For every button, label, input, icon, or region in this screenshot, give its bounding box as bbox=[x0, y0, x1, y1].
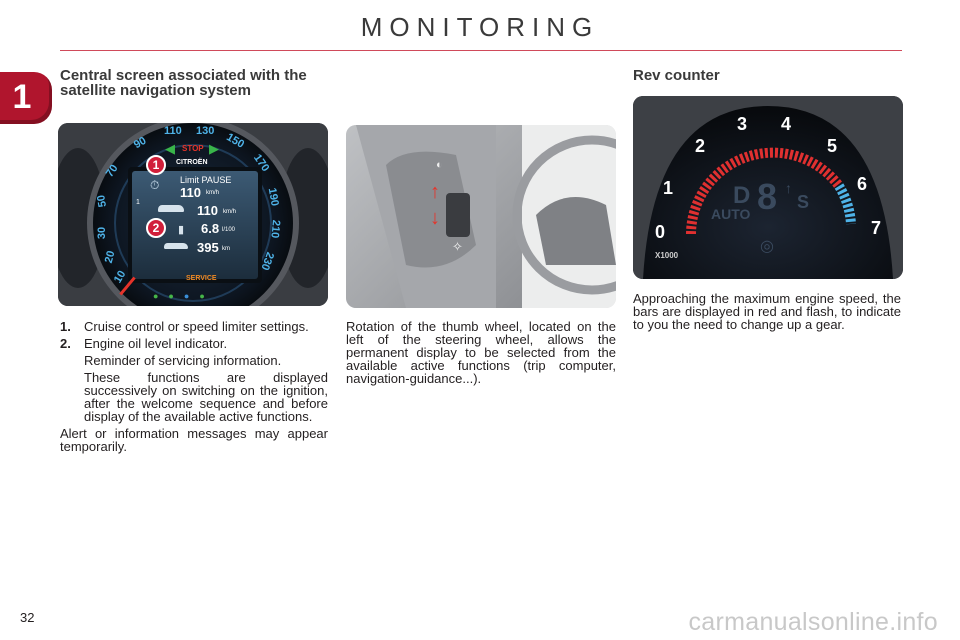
down-arrow-icon: ↓ bbox=[430, 207, 440, 229]
watermark: carmanualsonline.info bbox=[688, 608, 938, 636]
rev-counter-description: Approaching the maximum engine speed, th… bbox=[633, 291, 901, 332]
rev-label: 3 bbox=[737, 114, 748, 134]
chapter-number: 1 bbox=[12, 78, 32, 116]
steering-wheel-illustration bbox=[346, 125, 616, 308]
gear-digit-display: 8 bbox=[757, 176, 778, 217]
chapter-tab: 1 bbox=[0, 72, 52, 124]
callout-2-badge: 2 bbox=[146, 218, 166, 238]
section-heading-rev-counter: Rev counter bbox=[633, 67, 720, 84]
rev-counter-illustration bbox=[633, 96, 903, 279]
limit-label: Limit PAUSE bbox=[180, 175, 232, 185]
star-icon: ✧ bbox=[452, 239, 463, 254]
gear-indicator: 1 bbox=[136, 199, 140, 206]
row-speed-unit: km/h bbox=[223, 209, 237, 215]
steering-wheel-figure: ↑ ↓ ◐ ✧ bbox=[346, 125, 616, 308]
gear-mode-display: D bbox=[733, 182, 751, 209]
row-consumption-unit: l/100 bbox=[222, 227, 236, 233]
sequence-explanation-text: These functions are displayed successive… bbox=[84, 370, 328, 424]
row-range-unit: km bbox=[222, 246, 230, 252]
rev-label: 2 bbox=[695, 136, 706, 156]
section-heading-central-screen: Central screen associated with the satel… bbox=[60, 67, 307, 99]
callout-1-number: 1 bbox=[152, 158, 160, 172]
list-item-number: 1. bbox=[60, 319, 71, 334]
speed-tick: 110 bbox=[164, 125, 182, 137]
instrument-cluster-illustration bbox=[58, 123, 328, 306]
alert-messages-text: Alert or information messages may appear… bbox=[60, 426, 328, 454]
row-consumption: 6.8 bbox=[201, 221, 220, 236]
limit-speed: 110 bbox=[180, 185, 201, 200]
stop-label: STOP bbox=[182, 144, 204, 153]
rev-multiplier: X1000 bbox=[655, 251, 679, 260]
thumb-wheel-description: Rotation of the thumb wheel, located on … bbox=[346, 319, 616, 386]
left-arrow-icon: ◀ bbox=[165, 141, 175, 156]
limit-unit: km/h bbox=[206, 190, 220, 196]
speed-tick: 30 bbox=[96, 226, 109, 240]
warning-lights-icon: ●●●● bbox=[153, 291, 215, 301]
speed-tick: 210 bbox=[268, 219, 282, 239]
callout-2-number: 2 bbox=[152, 221, 160, 235]
right-arrow-icon: ▶ bbox=[209, 141, 219, 156]
range-car-icon bbox=[164, 243, 188, 249]
rev-label: 4 bbox=[781, 114, 792, 134]
rev-label: 5 bbox=[827, 136, 838, 156]
list-item: 1. Cruise control or speed limiter setti… bbox=[60, 320, 328, 333]
service-label: SERVICE bbox=[186, 275, 217, 282]
page-title: MONITORING bbox=[360, 12, 600, 42]
steering-icon: ◎ bbox=[760, 238, 774, 255]
car-icon bbox=[158, 205, 184, 212]
callout-1-badge: 1 bbox=[146, 155, 166, 175]
left-column-text: 1. Cruise control or speed limiter setti… bbox=[60, 320, 328, 453]
rev-label: 1 bbox=[663, 178, 674, 198]
up-arrow-icon: ↑ bbox=[430, 181, 440, 203]
rev-label: 7 bbox=[871, 218, 882, 238]
shift-up-icon: ↑ bbox=[785, 180, 792, 196]
fuel-pump-icon: ▮ bbox=[178, 224, 185, 236]
speed-tick: 50 bbox=[95, 193, 110, 209]
list-item-text: Engine oil level indicator. bbox=[84, 336, 228, 351]
rev-counter-figure: 0 1 2 3 4 5 6 7 X1000 D AUTO 8 ↑ S ◎ bbox=[633, 96, 903, 279]
rev-label: 6 bbox=[857, 174, 868, 194]
row-speed: 110 bbox=[197, 203, 218, 218]
brightness-icon: ◐ bbox=[436, 159, 443, 171]
speed-tick: 130 bbox=[196, 125, 215, 137]
instrument-cluster-figure: 10 20 30 50 70 90 110 130 150 170 190 21… bbox=[58, 123, 328, 306]
brand-label: CITROËN bbox=[176, 159, 208, 166]
auto-label: AUTO bbox=[711, 206, 751, 222]
list-item-number: 2. bbox=[60, 336, 71, 351]
row-range: 395 bbox=[197, 240, 219, 255]
thumb-wheel-icon bbox=[446, 193, 470, 237]
servicing-reminder-text: Reminder of servicing information. bbox=[84, 353, 282, 368]
page-number: 32 bbox=[20, 610, 35, 625]
s-mode-label: S bbox=[797, 192, 810, 212]
cruise-control-icon: ⏱ bbox=[150, 178, 160, 192]
rev-label: 0 bbox=[655, 222, 666, 242]
list-item: 2. Engine oil level indicator. bbox=[60, 337, 328, 350]
list-item-text: Cruise control or speed limiter settings… bbox=[84, 319, 309, 334]
title-divider bbox=[60, 50, 902, 51]
